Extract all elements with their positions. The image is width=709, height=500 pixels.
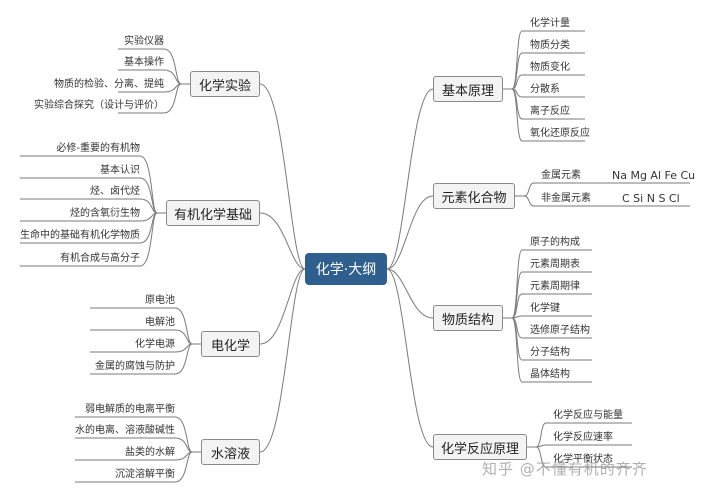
connector-leaf: [139, 198, 158, 214]
branch-basic-principles[interactable]: 基本原理: [433, 76, 503, 102]
watermark: 知乎 @不懂有机的齐齐: [482, 460, 648, 478]
connector-leaf: [163, 83, 182, 114]
connector-leaf: [174, 307, 193, 345]
leaf-item: 非金属元素: [541, 193, 591, 204]
leaf-item: 烃、卤代烃: [90, 186, 140, 197]
connector-leaf: [511, 88, 523, 142]
leaf-item: 化学反应速率: [553, 432, 613, 443]
connector-center-right: [386, 88, 434, 270]
leaf-item: 元素周期律: [530, 281, 580, 292]
leaf-item: 物质分类: [530, 40, 570, 51]
connector-leaf: [535, 446, 547, 468]
leaf-item: 水的电离、溶液酸碱性: [75, 425, 175, 436]
connector-leaf: [511, 30, 523, 90]
leaf-item: 生命中的基础有机化学物质: [20, 230, 140, 241]
connector-leaf: [523, 195, 535, 207]
connector-center-left: [259, 83, 306, 270]
connector-leaf: [174, 451, 193, 483]
connector-leaf: [163, 69, 182, 85]
leaf-item: 必修-重要的有机物: [56, 143, 140, 154]
branch-aqueous-solution[interactable]: 水溶液: [201, 439, 260, 465]
branch-chemistry-experiment[interactable]: 化学实验: [190, 71, 260, 97]
leaf-item: 氧化还原反应: [530, 128, 590, 139]
connector-leaf: [174, 437, 193, 453]
leaf-item: 元素周期表: [530, 259, 580, 270]
leaf-item: 沉淀溶解平衡: [115, 469, 175, 480]
connector-leaf: [174, 343, 193, 375]
branch-reaction-principles[interactable]: 化学反应原理: [433, 434, 527, 460]
leaf-item: 选修原子结构: [530, 325, 590, 336]
connector-leaf: [535, 422, 547, 448]
leaf-item: 盐类的水解: [125, 447, 175, 458]
connector-center-right: [386, 268, 434, 448]
connector-center-right: [386, 268, 434, 319]
leaf-item: 晶体结构: [530, 369, 570, 380]
leaf-item: 实验仪器: [124, 36, 164, 47]
connector-leaf: [139, 155, 158, 214]
connector-leaf: [139, 177, 158, 214]
leaf-item: 化学反应与能量: [553, 410, 623, 421]
connector-leaf: [511, 293, 523, 319]
connector-leaf: [163, 48, 182, 85]
leaf-item: 金属元素: [541, 170, 581, 181]
leaf-item: 有机合成与高分子: [60, 253, 140, 264]
connector-leaf: [523, 182, 535, 197]
connector-leaf: [139, 212, 158, 267]
connector-center-left: [259, 268, 306, 345]
connector-leaf: [511, 52, 523, 90]
connector-center-right: [386, 195, 434, 270]
leaf-item: 弱电解质的电离平衡: [85, 404, 175, 415]
leaf-item: 物质的检验、分离、提纯: [54, 79, 164, 90]
connector-leaf: [511, 74, 523, 90]
leaf-item: 实验综合探究（设计与评价）: [34, 100, 164, 111]
leaf-subitem: C Si N S Cl: [622, 192, 680, 205]
leaf-item: 分散系: [530, 84, 560, 95]
leaf-item: 化学键: [530, 303, 560, 314]
leaf-item: 物质变化: [530, 62, 570, 73]
branch-organic-chemistry[interactable]: 有机化学基础: [166, 200, 260, 226]
leaf-item: 原子的构成: [530, 237, 580, 248]
leaf-item: 烃的含氧衍生物: [70, 208, 140, 219]
branch-matter-structure[interactable]: 物质结构: [433, 305, 503, 331]
connector-leaf: [511, 317, 523, 383]
branch-electrochemistry[interactable]: 电化学: [201, 331, 260, 357]
connector-center-left: [259, 268, 306, 453]
center-node[interactable]: 化学·大纲: [305, 253, 387, 285]
leaf-item: 原电池: [145, 295, 175, 306]
connector-leaf: [511, 271, 523, 319]
leaf-subitem: Na Mg Al Fe Cu: [612, 169, 696, 182]
connector-leaf: [174, 329, 193, 345]
leaf-item: 化学电源: [135, 339, 175, 350]
leaf-item: 离子反应: [530, 106, 570, 117]
leaf-item: 分子结构: [530, 347, 570, 358]
branch-elements-compounds[interactable]: 元素化合物: [433, 183, 515, 209]
leaf-item: 电解池: [145, 317, 175, 328]
leaf-item: 化学平衡状态: [553, 454, 613, 465]
connector-center-left: [259, 212, 306, 270]
leaf-item: 基本认识: [100, 165, 140, 176]
leaf-item: 基本操作: [124, 57, 164, 68]
leaf-item: 化学计量: [530, 18, 570, 29]
connector-leaf: [174, 416, 193, 453]
leaf-item: 金属的腐蚀与防护: [95, 361, 175, 372]
